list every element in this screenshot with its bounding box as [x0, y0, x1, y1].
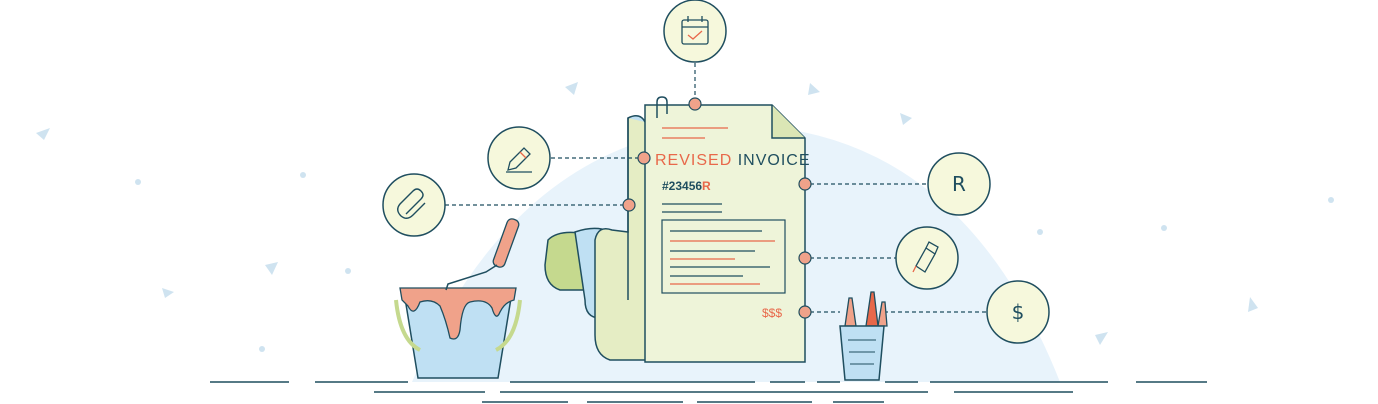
- invoice-clip: [656, 96, 668, 118]
- invoice-line-rows: [670, 230, 775, 285]
- connectors: [445, 63, 987, 313]
- invoice-number: #23456R: [662, 179, 711, 193]
- paperclip-icon: [397, 188, 426, 219]
- calendar-badge[interactable]: [663, 0, 727, 63]
- currency-dollar-badge[interactable]: $: [986, 280, 1050, 344]
- invoice-amount: $$$: [762, 306, 782, 320]
- connector-nodes: [622, 97, 812, 319]
- invoice-document: REVISED INVOICE #23456R $$$: [644, 96, 810, 363]
- pencil-icon: [506, 147, 532, 173]
- currency-r-label: R: [952, 172, 966, 196]
- edit-badge[interactable]: [487, 126, 551, 190]
- pencil-cup: [839, 291, 888, 381]
- paint-drip: [399, 287, 517, 340]
- invoice-line-items: [661, 219, 786, 294]
- calendar-check-icon: [681, 16, 709, 45]
- attachment-badge[interactable]: [382, 173, 446, 237]
- ground-lines: [210, 381, 1207, 403]
- currency-r-badge[interactable]: R: [927, 152, 991, 216]
- highlight-badge[interactable]: [895, 226, 959, 290]
- paint-bucket: [394, 218, 522, 379]
- paint-roller-handle: [492, 218, 520, 268]
- invoice-title: REVISED INVOICE: [655, 152, 810, 169]
- currency-dollar-label: $: [1012, 300, 1025, 324]
- highlighter-icon: [912, 241, 939, 273]
- decor-sparkles: [36, 82, 1334, 352]
